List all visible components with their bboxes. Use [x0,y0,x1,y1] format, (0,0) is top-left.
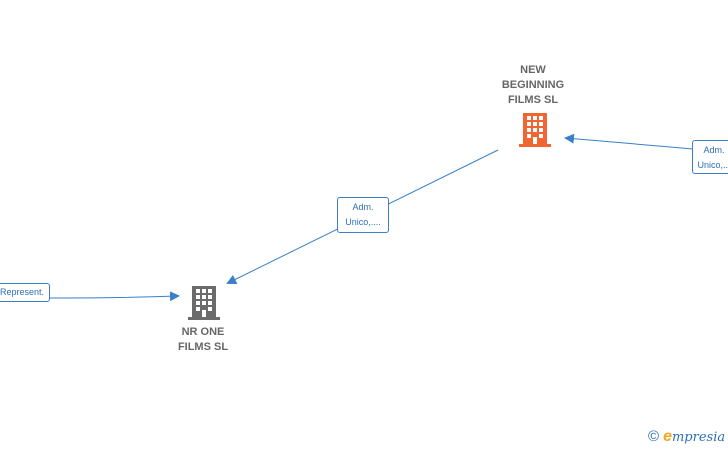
edge-label-left[interactable]: Represent. [0,283,50,302]
brand-logo-e: e [663,428,672,445]
edge-label-middle[interactable]: Adm. Unico,.... [337,197,389,233]
brand-logo-text: mpresia [671,430,726,445]
edge-label-top-right[interactable]: Adm. Unico,... [692,140,728,174]
node-label-nr-one: NR ONE FILMS SL [177,326,229,353]
copyright-icon: © [648,428,660,445]
building-icon[interactable] [188,286,220,320]
empresia-watermark: ©empresia [648,428,725,446]
edge-line-left [0,291,180,302]
building-icon[interactable] [519,113,551,147]
node-label-new-beginning: NEW BEGINNING FILMS SL [501,64,565,106]
